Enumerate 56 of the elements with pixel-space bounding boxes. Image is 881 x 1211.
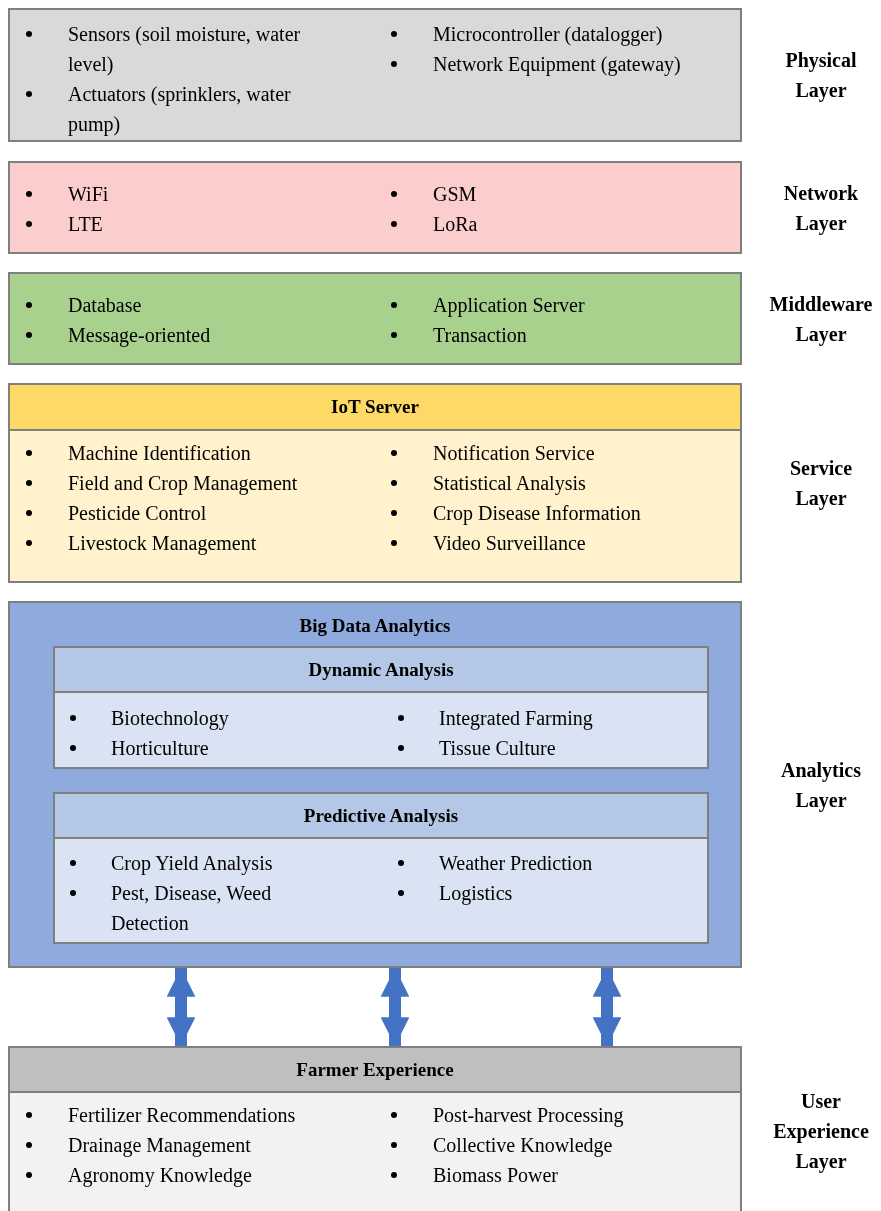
- list-item: Pest, Disease, Weed Detection: [111, 881, 273, 936]
- list-item: Drainage Management: [68, 1133, 252, 1159]
- list-item: Pesticide Control: [68, 501, 208, 526]
- list-item: Crop Disease Information: [433, 501, 642, 527]
- list-item: Fertilizer Recommendations: [68, 1103, 297, 1128]
- group-box: [8, 601, 742, 968]
- list-item: Message-oriented: [68, 323, 212, 349]
- double-arrow: [166, 968, 196, 1046]
- section-heading: IoT Server: [10, 385, 740, 431]
- list-item: Tissue Culture: [439, 736, 557, 761]
- layer-box: [8, 8, 742, 142]
- list-item: Livestock Management: [68, 531, 258, 557]
- double-arrow: [592, 968, 622, 1046]
- list-item: Logistics: [439, 881, 514, 907]
- layer-box: [8, 272, 742, 365]
- layer-box: [8, 1046, 742, 1211]
- list-item: Weather Prediction: [439, 851, 594, 876]
- list-item: Sensors (soil moisture, water level): [68, 22, 302, 78]
- list-item: Video Surveillance: [433, 531, 587, 556]
- list-item: GSM: [433, 182, 478, 207]
- list-item: Collective Knowledge: [433, 1133, 614, 1159]
- list-item: Field and Crop Management: [68, 471, 299, 497]
- layer-label: Physical Layer: [784, 48, 858, 104]
- list-item: Biotechnology: [111, 706, 230, 732]
- list-item: Horticulture: [111, 736, 210, 761]
- layer-label: Service Layer: [788, 456, 854, 512]
- list-item: Microcontroller (datalogger): [433, 22, 664, 48]
- layer-box: [53, 792, 709, 944]
- list-item: Network Equipment (gateway): [433, 52, 682, 78]
- list-item: Notification Service: [433, 441, 596, 466]
- list-item: LoRa: [433, 212, 479, 237]
- list-item: Machine Identification: [68, 441, 252, 466]
- list-item: Application Server: [433, 293, 586, 319]
- double-arrow: [380, 968, 410, 1046]
- layer-label: User Experience Layer: [772, 1089, 870, 1175]
- list-item: Database: [68, 293, 143, 318]
- layer-box: [53, 646, 709, 769]
- layer-label: Analytics Layer: [780, 757, 862, 814]
- layer-box: [8, 161, 742, 254]
- list-item: Statistical Analysis: [433, 471, 587, 497]
- list-item: Post-harvest Processing: [433, 1103, 625, 1129]
- list-item: Agronomy Knowledge: [68, 1163, 253, 1189]
- list-item: LTE: [68, 212, 104, 237]
- group-title: Big Data Analytics: [298, 615, 452, 637]
- list-item: Crop Yield Analysis: [111, 851, 274, 877]
- layer-label: Network Layer: [782, 180, 860, 237]
- section-heading: Predictive Analysis: [55, 794, 707, 839]
- list-item: WiFi: [68, 182, 110, 207]
- layer-box: [8, 383, 742, 583]
- list-item: Biomass Power: [433, 1163, 559, 1188]
- layer-label: Middleware Layer: [768, 291, 874, 348]
- section-heading: Dynamic Analysis: [55, 648, 707, 693]
- section-heading: Farmer Experience: [10, 1048, 740, 1093]
- list-item: Integrated Farming: [439, 706, 594, 732]
- list-item: Actuators (sprinklers, water pump): [68, 82, 292, 138]
- list-item: Transaction: [433, 323, 528, 348]
